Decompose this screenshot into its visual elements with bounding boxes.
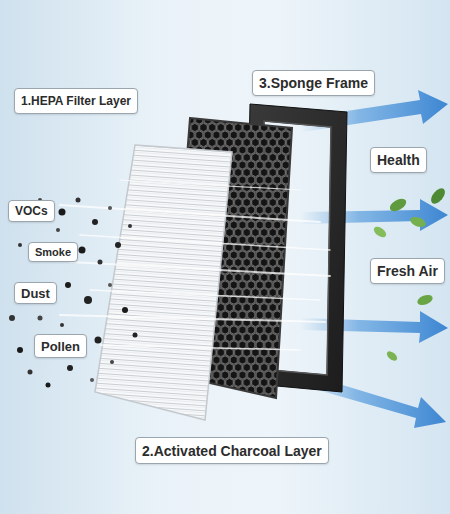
part-label: 3.Sponge Frame (252, 70, 375, 96)
label-text: 3.Sponge Frame (259, 75, 368, 91)
label-text: Fresh Air (377, 263, 438, 279)
label-text: VOCs (15, 204, 48, 218)
pollutant-label: VOCs (8, 200, 55, 222)
pollutant-label: Dust (14, 282, 57, 304)
label-text: Health (377, 152, 420, 168)
label-text: Smoke (35, 246, 71, 258)
label-text: 2.Activated Charcoal Layer (142, 443, 322, 459)
benefit-label: Health (370, 147, 427, 173)
hepa-layer (95, 145, 232, 420)
particles (9, 198, 138, 388)
leaves (372, 186, 448, 363)
label-text: 1.HEPA Filter Layer (21, 94, 131, 108)
part-label: 2.Activated Charcoal Layer (135, 437, 329, 464)
part-label: 1.HEPA Filter Layer (14, 88, 138, 114)
air-streaks (60, 180, 330, 350)
benefit-label: Fresh Air (370, 258, 445, 284)
label-text: Pollen (41, 339, 80, 354)
pollutant-label: Smoke (28, 242, 78, 262)
label-text: Dust (21, 286, 50, 301)
pollutant-label: Pollen (34, 334, 87, 358)
